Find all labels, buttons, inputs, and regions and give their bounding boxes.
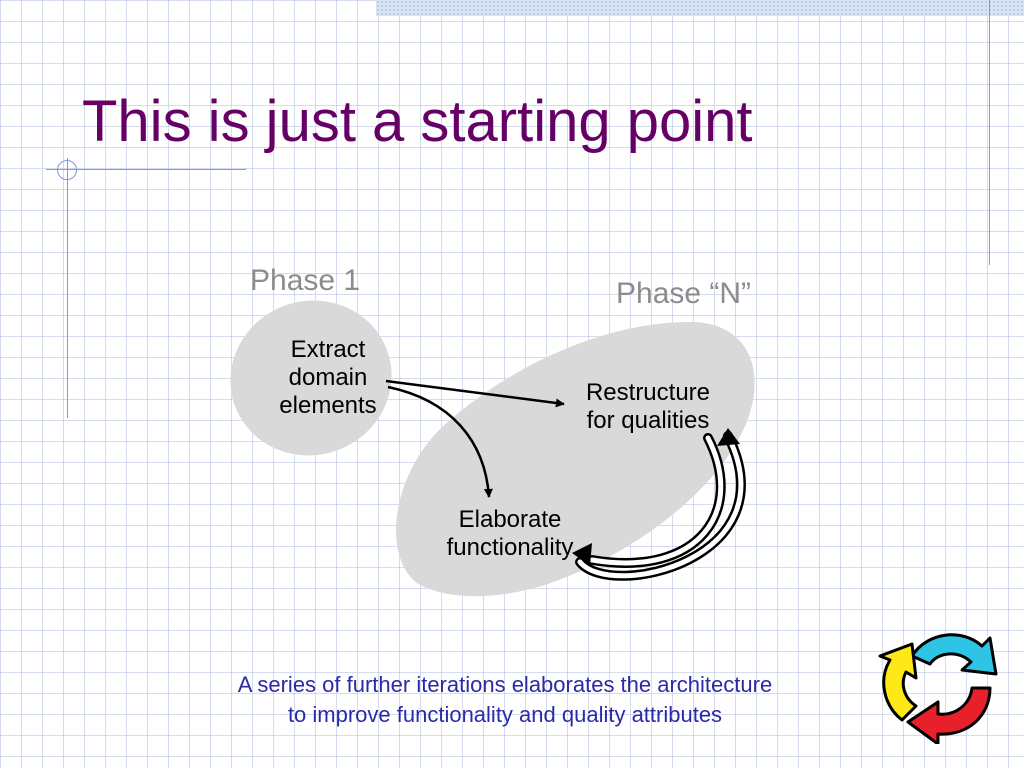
phase-1-blob — [230, 300, 392, 456]
slide-caption: A series of further iterations elaborate… — [180, 670, 830, 730]
slide-title: This is just a starting point — [82, 89, 753, 154]
decor-horizontal-line — [46, 169, 246, 170]
node-restructure-line-2: for qualities — [587, 407, 710, 434]
decor-vertical-line-right — [989, 0, 990, 265]
caption-line-2: to improve functionality and quality att… — [287, 702, 723, 727]
node-elaborate-functionality: Elaborate functionality — [447, 506, 574, 561]
edge-extract-to-elaborate — [387, 385, 493, 498]
decor-vertical-line-left — [67, 158, 68, 418]
node-restructure-line-1: Restructure — [586, 379, 710, 406]
edge-restructure-to-elaborate-arrowhead — [572, 543, 592, 566]
recycle-arrows-icon — [878, 633, 998, 744]
phase-n-label: Phase “N” — [616, 277, 751, 310]
node-elaborate-line-1: Elaborate — [459, 506, 562, 533]
node-extract-line-3: elements — [279, 392, 376, 419]
node-extract-line-2: domain — [289, 364, 368, 391]
node-restructure-for-qualities: Restructure for qualities — [586, 379, 710, 434]
phase-n-blob — [396, 322, 755, 597]
node-elaborate-line-2: functionality — [447, 534, 574, 561]
node-extract-domain-elements: Extract domain elements — [279, 336, 376, 419]
header-decoration-band — [376, 0, 1024, 16]
decor-circle — [57, 160, 77, 180]
edge-extract-to-restructure — [385, 379, 565, 408]
edge-elaborate-to-restructure-arrowhead — [717, 428, 740, 446]
edge-cycle-loop — [572, 428, 746, 581]
iteration-diagram: Phase 1 Phase “N” Extract domain element… — [230, 264, 755, 597]
caption-line-1: A series of further iterations elaborate… — [237, 672, 773, 697]
node-extract-line-1: Extract — [291, 336, 366, 363]
phase-1-label: Phase 1 — [250, 264, 360, 297]
